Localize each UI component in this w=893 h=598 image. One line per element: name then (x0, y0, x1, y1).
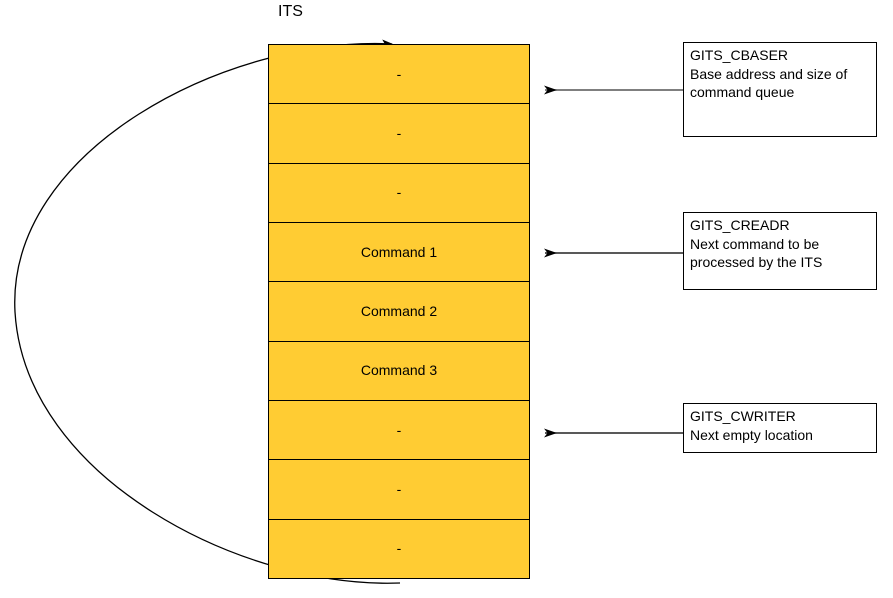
queue-cell-label: - (396, 65, 402, 82)
queue-cell-label: Command 3 (360, 362, 438, 379)
callout-gits-cbaser[interactable]: GITS_CBASER Base address and size of com… (683, 42, 877, 137)
queue-cell[interactable]: - (269, 400, 529, 461)
callout-description: Next empty location (690, 426, 813, 443)
queue-cell[interactable]: - (269, 460, 529, 520)
queue-cell[interactable]: - (269, 163, 529, 223)
queue-cell-label: - (396, 540, 402, 557)
queue-cell[interactable]: - (269, 104, 529, 164)
queue-cell[interactable]: - (269, 45, 529, 105)
page-title: ITS (278, 3, 303, 20)
callout-description: Next command to be processed by the ITS (690, 235, 823, 271)
callout-gits-cwriter[interactable]: GITS_CWRITER Next empty location (683, 403, 877, 453)
queue-cell[interactable]: Command 3 (269, 341, 529, 401)
queue-cell-label: Command 2 (360, 302, 438, 319)
queue-cell-label: Command 1 (360, 243, 438, 260)
queue-cell[interactable]: Command 1 (269, 222, 529, 283)
callout-gits-creadr[interactable]: GITS_CREADR Next command to be processed… (683, 212, 877, 290)
queue-cell[interactable]: Command 2 (269, 282, 529, 342)
callout-title: GITS_CBASER (690, 47, 789, 63)
queue-cell-label: - (396, 124, 402, 141)
queue-cell-label: - (396, 480, 402, 497)
queue-cell-label: - (396, 421, 402, 438)
callout-title: GITS_CWRITER (690, 408, 796, 424)
queue-cell-label: - (396, 184, 402, 201)
command-queue-table: - - - Command 1 Command 2 Command 3 - - … (268, 44, 530, 579)
callout-title: GITS_CREADR (690, 217, 790, 233)
queue-cell[interactable]: - (269, 519, 529, 578)
callout-description: Base address and size of command queue (690, 65, 848, 101)
